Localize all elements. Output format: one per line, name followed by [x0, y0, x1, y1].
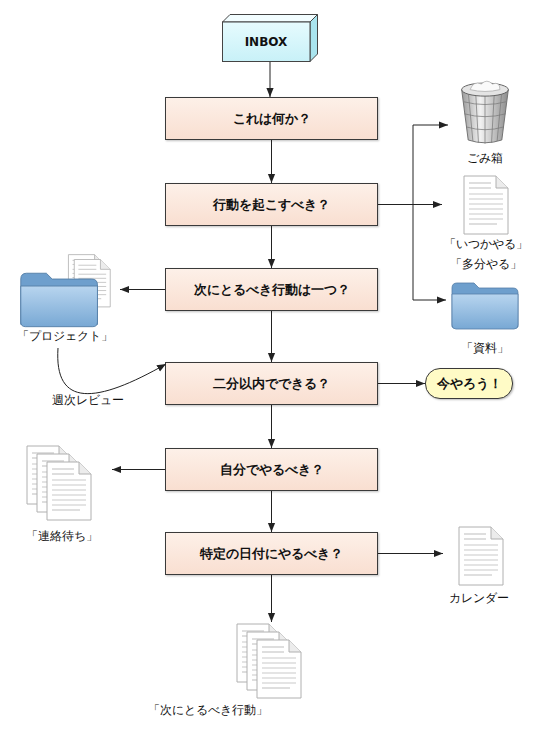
folder-icon [14, 253, 114, 329]
document-icon: 「いつかやる」 「多分やる」 [442, 174, 530, 274]
box-text: 自分でやるべき？ [220, 461, 324, 479]
inbox-face: INBOX [222, 22, 310, 62]
folder-icon: 「資料」 [446, 278, 524, 358]
decision-box: 自分でやるべき？ [165, 448, 378, 491]
document-stack-icon: 「連絡待ち」 [12, 444, 112, 546]
flow-arrow [112, 469, 165, 470]
flow-arrow [378, 383, 425, 384]
action-pill: 今やろう！ [425, 368, 513, 399]
flow-arrow [378, 553, 443, 554]
flow-arrow [58, 348, 166, 394]
item-label: ごみ箱 [448, 148, 522, 168]
item-label: 「プロジェクト」 [10, 326, 120, 346]
decision-box: 次にとるべき行動は一つ？ [165, 268, 378, 311]
box-text: 二分以内でできる？ [213, 375, 330, 393]
document-stack-icon: 「次にとるべき行動」 [148, 622, 320, 720]
calendar-icon [454, 525, 508, 587]
icon-label: 「次にとるべき行動」 [148, 700, 320, 720]
box-text: 今やろう！ [437, 375, 502, 393]
box-text: これは何か？ [233, 110, 311, 128]
trash-icon [457, 78, 513, 146]
flow-arrow [271, 575, 272, 622]
box-text: 次にとるべき行動は一つ？ [194, 281, 350, 299]
document-stack-icon [22, 444, 98, 524]
item-label: 「次にとるべき行動」 [148, 700, 320, 720]
icon-label: 「いつかやる」 「多分やる」 [442, 234, 530, 274]
flow-arrow [271, 140, 272, 183]
folder-icon: 「プロジェクト」 [10, 253, 120, 346]
item-label: 「資料」 [446, 338, 524, 358]
calendar-icon: カレンダー [443, 525, 515, 608]
decision-box: 特定の日付にやるべき？ [165, 532, 378, 575]
icon-label: カレンダー [443, 588, 515, 608]
item-label: カレンダー [443, 588, 515, 608]
flow-arrow [378, 205, 446, 301]
box-text: 特定の日付にやるべき？ [200, 545, 343, 563]
icon-label: 「資料」 [446, 338, 524, 358]
process-box: これは何か？ [165, 97, 378, 140]
flow-arrow [271, 311, 272, 362]
flow-arrow [270, 62, 271, 97]
document-stack-icon [232, 622, 308, 702]
flow-arrow [378, 204, 442, 205]
box-text: 行動を起こすべき？ [213, 196, 330, 214]
flow-arrow [120, 289, 165, 290]
flow-arrow [378, 125, 448, 205]
icon-label: ごみ箱 [448, 148, 522, 168]
icon-label: 「プロジェクト」 [10, 326, 120, 346]
item-label: 「連絡待ち」 [12, 526, 112, 546]
flow-arrow [271, 491, 272, 532]
document-icon [459, 174, 513, 236]
decision-box: 行動を起こすべき？ [165, 183, 378, 226]
icon-label: 「連絡待ち」 [12, 526, 112, 546]
edge-label: 週次レビュー [52, 392, 124, 409]
folder-icon [450, 278, 520, 332]
box-text: INBOX [245, 35, 288, 49]
flow-arrow [271, 226, 272, 268]
trash-icon: ごみ箱 [448, 78, 522, 168]
item-label: 「いつかやる」 「多分やる」 [442, 234, 530, 274]
decision-box: 二分以内でできる？ [165, 362, 378, 405]
inbox-box: INBOX [222, 14, 318, 62]
flow-arrow [271, 405, 272, 448]
